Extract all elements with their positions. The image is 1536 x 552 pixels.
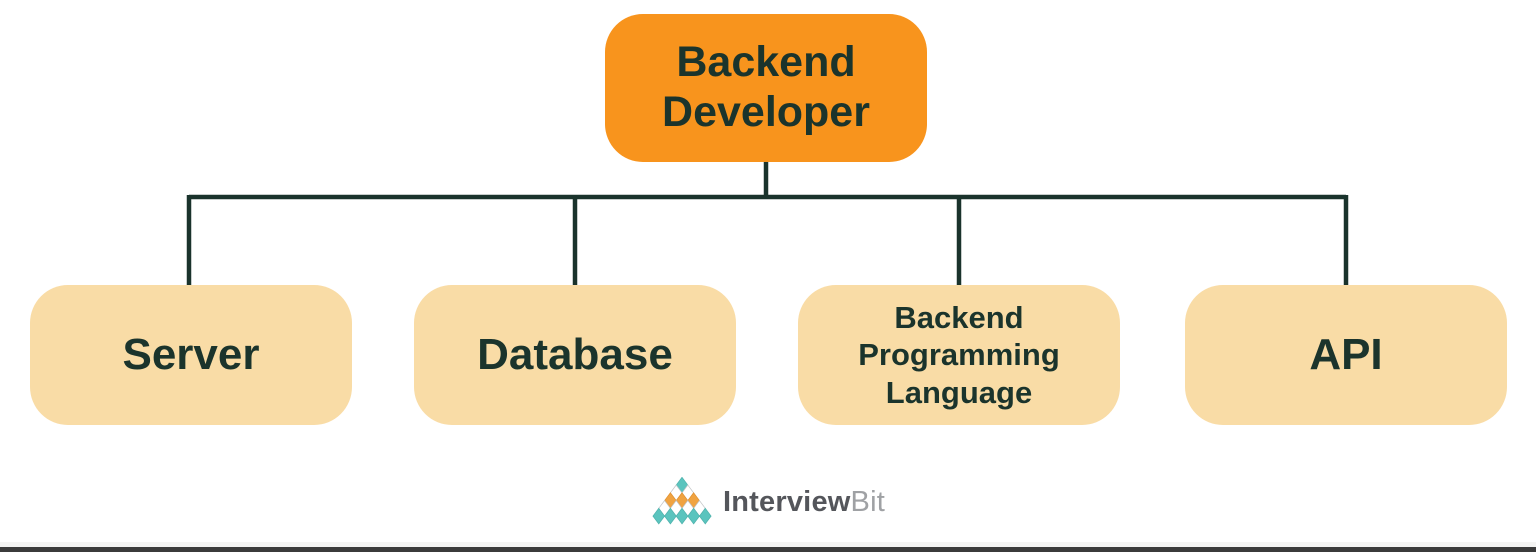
node-api-label: API (1309, 330, 1383, 379)
node-server: Server (30, 285, 352, 425)
node-database: Database (414, 285, 736, 425)
node-backend-programming-language-label: Backend Programming Language (858, 300, 1060, 410)
node-api: API (1185, 285, 1507, 425)
node-backend-developer: Backend Developer (605, 14, 927, 162)
node-database-label: Database (477, 330, 673, 379)
wordmark-bit: Bit (850, 486, 885, 518)
interviewbit-logo: InterviewBit (651, 477, 885, 528)
node-backend-programming-language: Backend Programming Language (798, 285, 1120, 425)
bottom-border-line (0, 547, 1536, 552)
wordmark-interview: Interview (723, 486, 851, 518)
node-backend-developer-label: Backend Developer (662, 38, 870, 136)
node-server-label: Server (122, 330, 260, 379)
interviewbit-pyramid-icon (652, 477, 712, 525)
bottom-light-strip (0, 542, 1536, 547)
interviewbit-wordmark: InterviewBit (723, 486, 885, 519)
